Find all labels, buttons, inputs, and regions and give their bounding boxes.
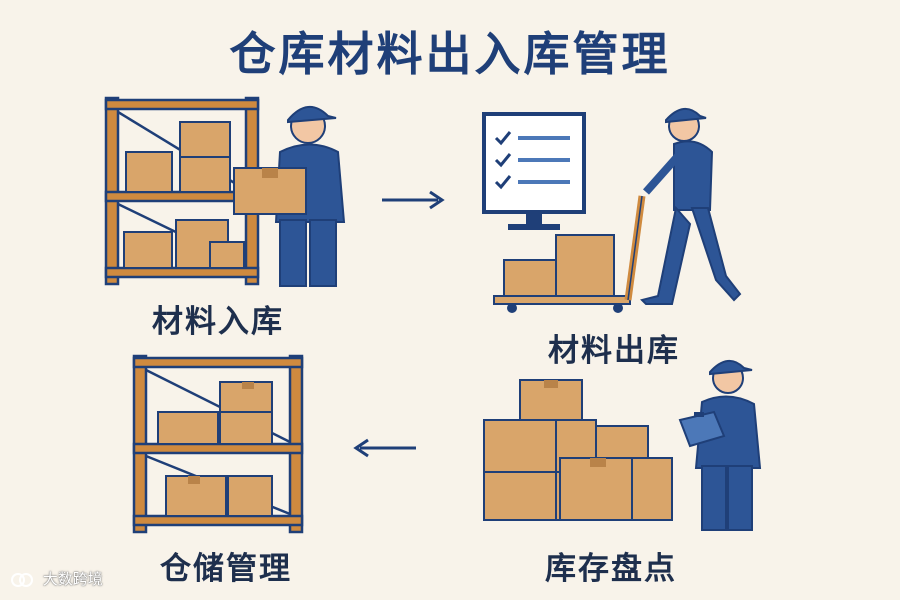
arrow-left-icon bbox=[353, 438, 416, 458]
worker-icon bbox=[640, 108, 742, 305]
shelf-icon bbox=[132, 354, 304, 534]
inventory-scene bbox=[483, 360, 762, 531]
monitor-checklist-icon bbox=[482, 112, 586, 230]
worker-icon bbox=[694, 360, 762, 531]
watermark-text: 大数跨境 bbox=[42, 570, 103, 588]
page-title: 仓库材料出入库管理 bbox=[229, 27, 671, 81]
pallet-jack-icon bbox=[493, 195, 646, 313]
clipboard-icon bbox=[678, 410, 726, 448]
outbound-scene bbox=[482, 108, 742, 313]
step-inbound-label: 材料入库 bbox=[152, 304, 284, 340]
inbound-scene bbox=[104, 96, 346, 287]
step-outbound-label: 材料出库 bbox=[548, 333, 680, 369]
worker-icon bbox=[274, 106, 346, 287]
storage-scene bbox=[132, 354, 304, 534]
step-storage-label: 仓储管理 bbox=[160, 551, 292, 587]
watermark: 大数跨境 bbox=[10, 568, 103, 589]
watermark-logo-icon bbox=[11, 572, 33, 587]
arrow-right-icon bbox=[382, 190, 445, 210]
step-inventory-label: 库存盘点 bbox=[545, 551, 677, 587]
